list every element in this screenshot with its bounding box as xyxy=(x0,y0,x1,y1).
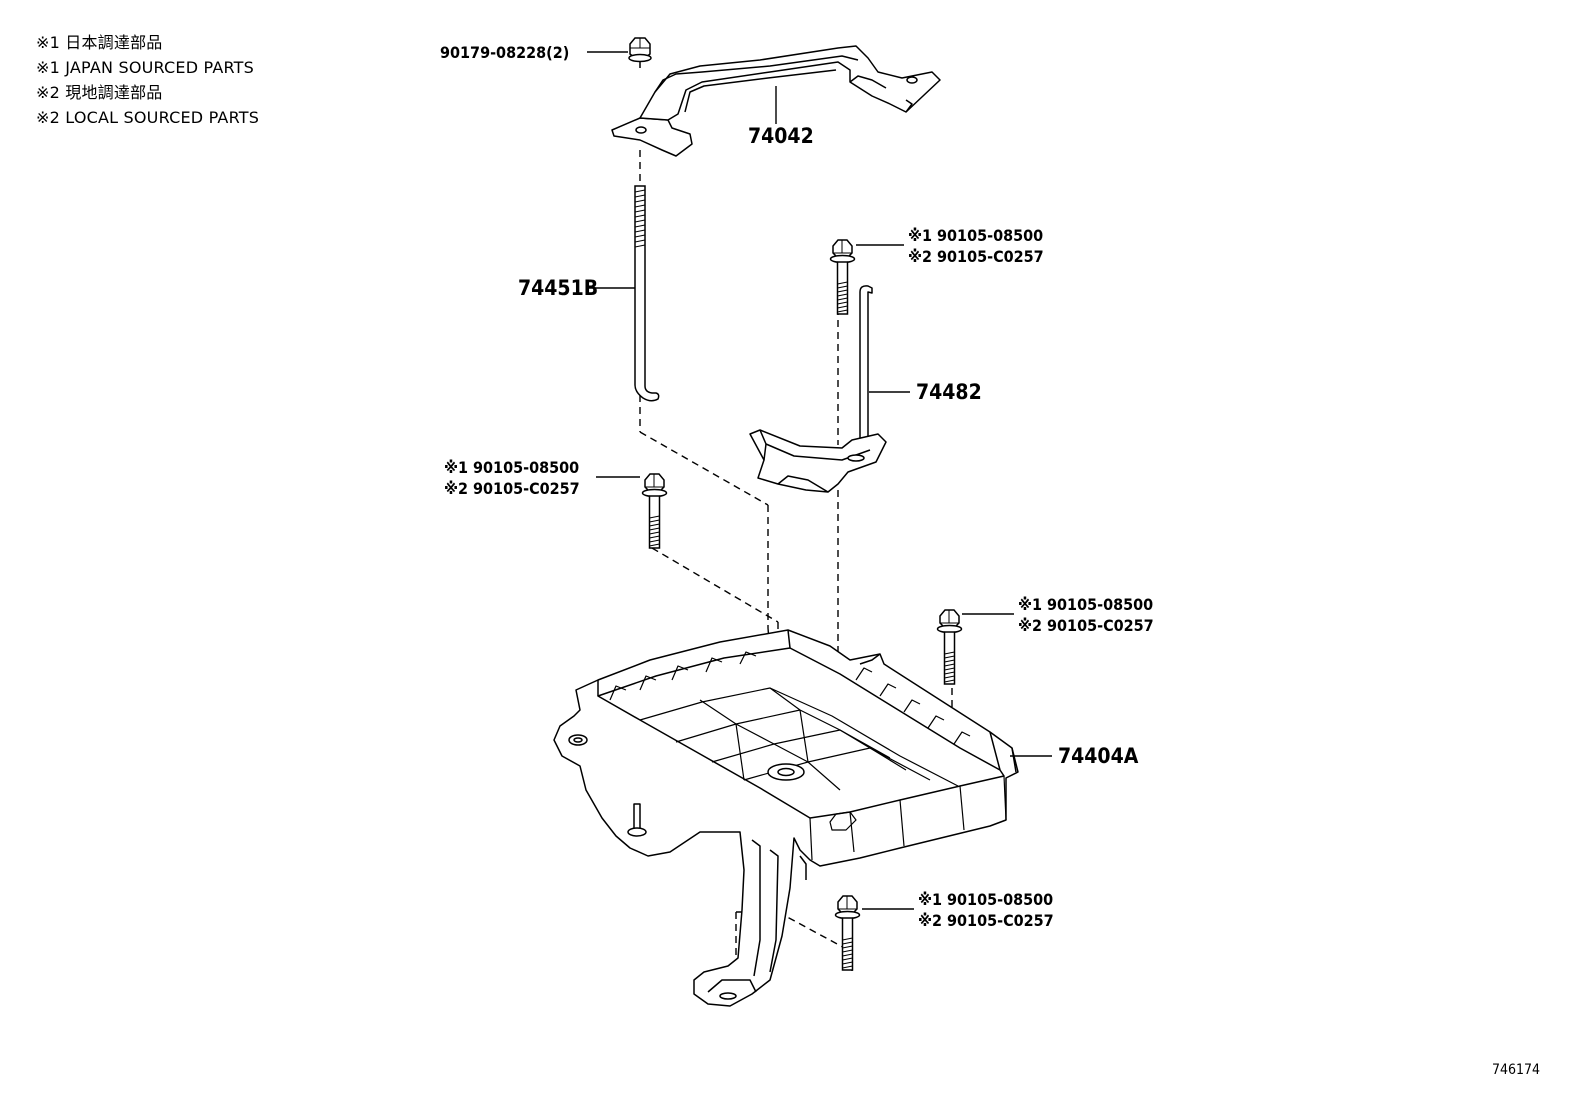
callout-clamp-nut: 90179-08228(2) xyxy=(440,43,569,62)
callout-bolt-mid-left-1: ※1 90105-08500 xyxy=(444,458,579,477)
bolt-upper-right xyxy=(829,239,856,315)
hold-down-rod-right xyxy=(749,285,887,493)
callout-rod-left: 74451B xyxy=(518,276,598,300)
callout-bolt-right-2: ※2 90105-C0257 xyxy=(1018,616,1154,635)
callout-bolt-bottom-1: ※1 90105-08500 xyxy=(918,890,1053,909)
battery-clamp xyxy=(611,45,941,157)
callout-clamp: 74042 xyxy=(748,124,814,148)
callout-bolt-right-1: ※1 90105-08500 xyxy=(1018,595,1153,614)
callout-bolt-upper-right-2: ※2 90105-C0257 xyxy=(908,247,1044,266)
clamp-nut xyxy=(628,37,652,72)
legend-line-3: ※2 現地調達部品 xyxy=(36,83,163,102)
battery-tray xyxy=(553,629,1019,1007)
legend-line-4: ※2 LOCAL SOURCED PARTS xyxy=(36,108,260,127)
bolt-mid-left xyxy=(641,473,668,549)
legend: ※1 日本調達部品 ※1 JAPAN SOURCED PARTS ※2 現地調達… xyxy=(36,30,259,130)
callout-tray: 74404A xyxy=(1058,744,1139,768)
assembly-lines xyxy=(639,150,953,975)
legend-line-2: ※1 JAPAN SOURCED PARTS xyxy=(36,58,255,77)
legend-line-1: ※1 日本調達部品 xyxy=(36,33,163,52)
callout-bolt-bottom-2: ※2 90105-C0257 xyxy=(918,911,1054,930)
bolt-bottom xyxy=(834,895,861,971)
illustration-code: 746174 xyxy=(1492,1062,1540,1078)
bolt-right xyxy=(936,609,963,685)
leader-lines xyxy=(587,51,1052,910)
callout-rod-right: 74482 xyxy=(916,380,982,404)
callouts: 90179-08228(2) 74042 74451B 74482 74404A… xyxy=(440,43,1540,1078)
hold-down-rod-left xyxy=(634,185,660,402)
callout-bolt-upper-right-1: ※1 90105-08500 xyxy=(908,226,1043,245)
callout-bolt-mid-left-2: ※2 90105-C0257 xyxy=(444,479,580,498)
